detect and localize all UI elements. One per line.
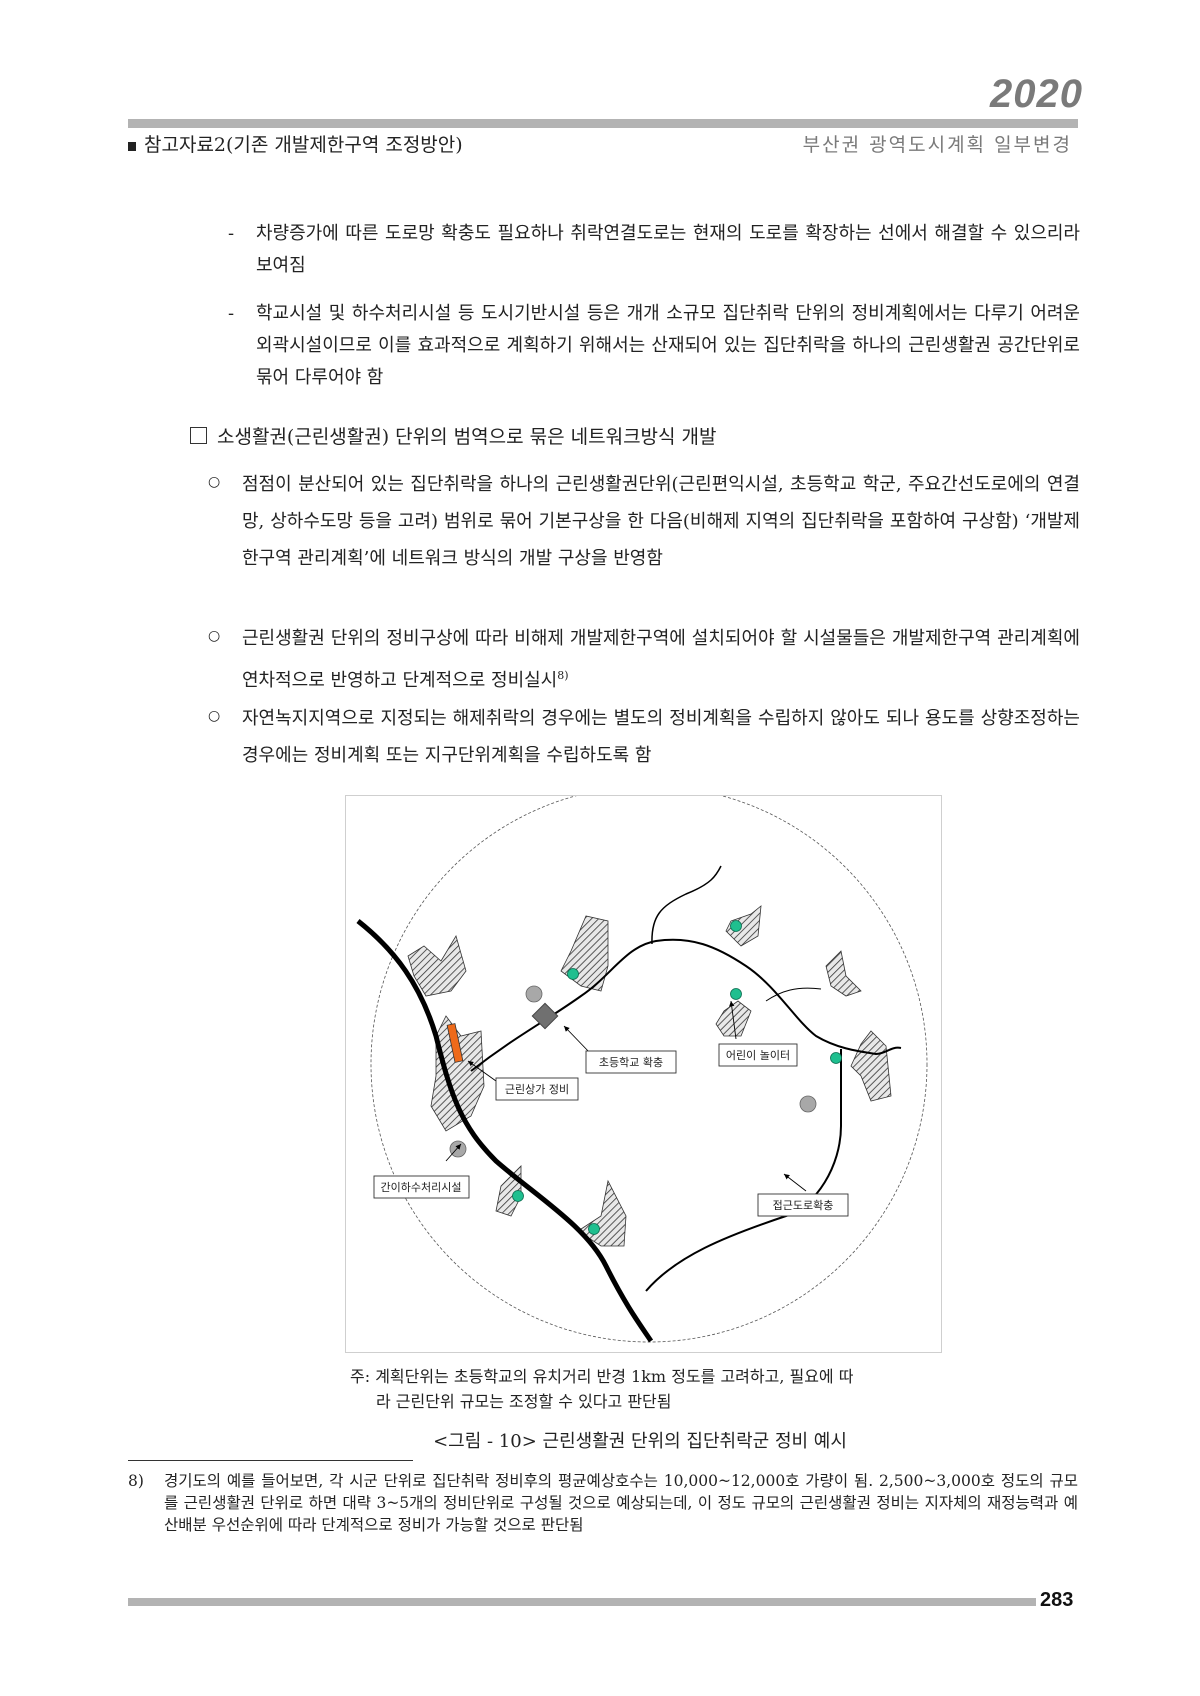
callout-labels: 초등학교 확충 어린이 놀이터 근린상가 정비 간이하수처리시설 접근도로확충 [381,1049,834,1212]
figure-note-line: 주: 계획단위는 초등학교의 유치거리 반경 1km 정도를 고려하고, 필요에… [350,1367,854,1386]
document-title: 부산권 광역도시계획 일부변경 [802,134,1072,156]
circle-item-text: 점점이 분산되어 있는 집단취락을 하나의 근린생활권단위(근린편익시설, 초등… [242,474,1080,569]
figure-note-line: 라 근린단위 규모는 조정할 수 있다고 판단됨 [376,1392,672,1411]
checkbox-square-icon [190,427,207,444]
dash-item: - 학교시설 및 하수처리시설 등 도시기반시설 등은 개개 소규모 집단취락 … [228,298,1080,394]
circle-item: ○ 자연녹지지역으로 지정되는 해제취락의 경우에는 별도의 정비계획을 수립하… [208,700,1080,774]
footnote-ref[interactable]: 8) [557,669,569,682]
circle-item-text: 근린생활권 단위의 정비구상에 따라 비해제 개발제한구역에 설치되어야 할 시… [242,620,1080,699]
footnote-divider [128,1460,413,1461]
section-header-text: 참고자료2(기존 개발제한구역 조정방안) [144,134,463,156]
svg-text:초등학교 확충: 초등학교 확충 [599,1056,663,1069]
square-bullet-icon [128,141,136,151]
dash-item: - 차량증가에 따른 도로망 확충도 필요하나 취락연결도로는 현재의 도로를 … [228,218,1080,282]
circle-bullet-icon: ○ [208,474,221,490]
facility-dots [512,920,842,1235]
dash-item-text: 차량증가에 따른 도로망 확충도 필요하나 취락연결도로는 현재의 도로를 확장… [256,223,1080,276]
svg-text:어린이 놀이터: 어린이 놀이터 [726,1049,790,1062]
circle-item: ○ 점점이 분산되어 있는 집단취락을 하나의 근린생활권단위(근린편익시설, … [208,466,1080,577]
dash-item-text: 학교시설 및 하수처리시설 등 도시기반시설 등은 개개 소규모 집단취락 단위… [256,303,1080,388]
section-heading: 소생활권(근린생활권) 단위의 범역으로 묶은 네트워크방식 개발 [190,422,717,449]
callout-boxes [373,1043,849,1217]
circle-bullet-icon: ○ [208,628,221,644]
road-network [356,865,902,1343]
grey-nodes [449,985,817,1158]
footnote-number: 8) [128,1472,144,1490]
circle-item-body: 근린생활권 단위의 정비구상에 따라 비해제 개발제한구역에 설치되어야 할 시… [242,628,1080,691]
figure-note: 주: 계획단위는 초등학교의 유치거리 반경 1km 정도를 고려하고, 필요에… [350,1364,940,1414]
svg-text:간이하수처리시설: 간이하수처리시설 [381,1180,462,1194]
svg-text:근린상가 정비: 근린상가 정비 [505,1083,569,1096]
section-heading-text: 소생활권(근린생활권) 단위의 범역으로 묶은 네트워크방식 개발 [217,426,717,448]
footer-rule [128,1598,1036,1606]
circle-item: ○ 근린생활권 단위의 정비구상에 따라 비해제 개발제한구역에 설치되어야 할… [208,620,1080,699]
callout-arrows [445,1000,807,1192]
circle-item-text: 자연녹지지역으로 지정되는 해제취락의 경우에는 별도의 정비계획을 수립하지 … [242,708,1080,766]
section-header: 참고자료2(기존 개발제한구역 조정방안) [128,130,463,157]
header-rule [128,119,1078,128]
document-year: 2020 [990,72,1083,116]
figure-caption: <그림 - 10> 근린생활권 단위의 집단취락군 정비 예시 [433,1431,847,1452]
neighborhood-diagram: 초등학교 확충 어린이 놀이터 근린상가 정비 간이하수처리시설 접근도로확충 [345,785,942,1353]
footnote: 8) 경기도의 예를 들어보면, 각 시군 단위로 집단취락 정비후의 평균예상… [128,1470,1078,1536]
dash-bullet: - [228,303,235,324]
page-number: 283 [1040,1589,1074,1611]
school-diamond [531,1002,559,1030]
svg-text:접근도로확충: 접근도로확충 [773,1199,834,1212]
dash-bullet: - [228,223,235,244]
shop-strip [446,1023,464,1063]
circle-bullet-icon: ○ [208,708,221,724]
footnote-text: 경기도의 예를 들어보면, 각 시군 단위로 집단취락 정비후의 평균예상호수는… [164,1472,1078,1534]
